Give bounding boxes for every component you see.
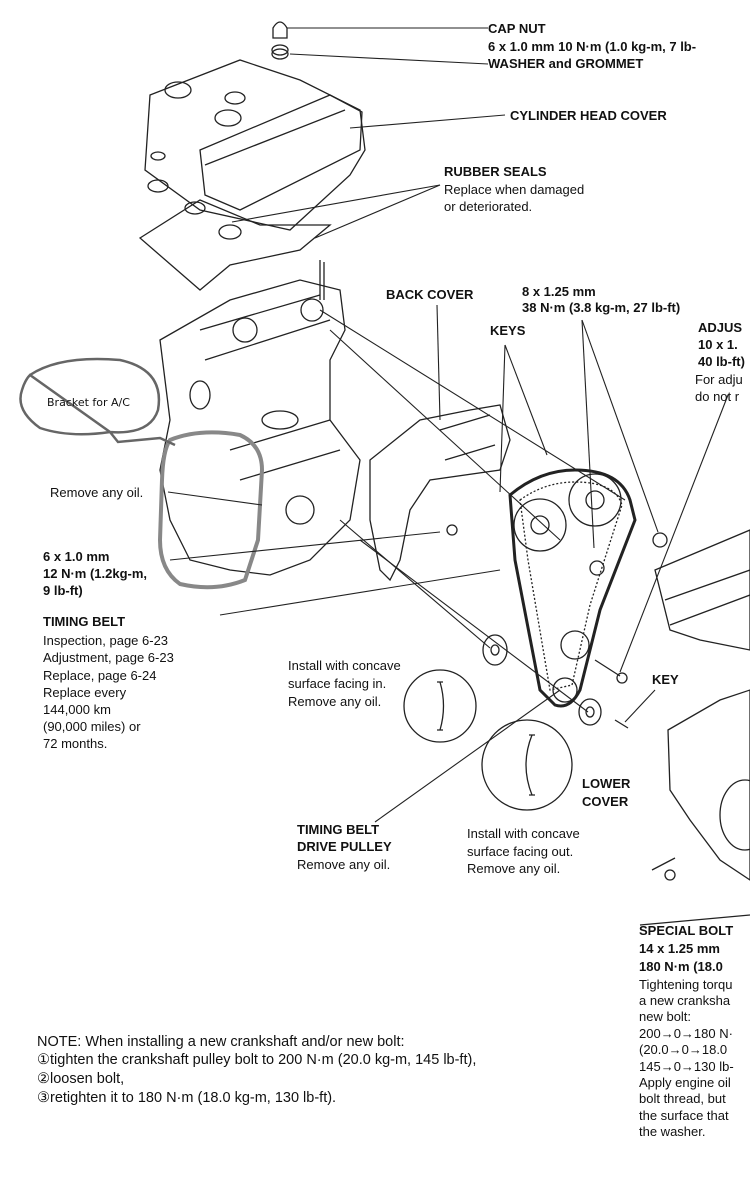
concave-out-note-3: Remove any oil. [467, 861, 561, 876]
upper-cover-part [654, 529, 750, 651]
bolt-8-torque: 38 N·m (3.8 kg-m, 27 lb-ft) [522, 300, 681, 315]
back-cover-label: BACK COVER [386, 287, 474, 302]
timing-belt-km: 144,000 km [43, 702, 111, 717]
washer-grommet-label: WASHER and GROMMET [488, 56, 644, 71]
bolt-6-torque: 12 N·m (1.2kg-m, [43, 566, 148, 581]
crankshaft-note-step-3: ③retighten it to 180 N·m (18.0 kg-m, 130… [37, 1090, 337, 1106]
engine-block-part [159, 260, 361, 576]
crankshaft-note-step-1: ①tighten the crankshaft pulley bolt to 2… [37, 1052, 477, 1068]
key-label: KEY [652, 672, 679, 687]
cap-nut-part [271, 21, 289, 60]
special-bolt-note-1: Tightening torqu [639, 977, 733, 992]
timing-belt-months: 72 months. [43, 736, 108, 751]
concave-out-note-1: Install with concave [467, 826, 580, 841]
bracket-note-text: Bracket for A/C [47, 396, 130, 409]
timing-belt-inspection: Inspection, page 6-23 [43, 633, 169, 648]
rubber-seals-note-2: or deteriorated. [444, 199, 533, 214]
concave-detail-out [481, 719, 573, 811]
drive-pulley-label-2: DRIVE PULLEY [297, 839, 392, 854]
timing-belt-label: TIMING BELT [43, 614, 126, 629]
back-cover-part [369, 404, 511, 582]
special-bolt-note-5: (20.0→0→18.0 [639, 1042, 728, 1057]
special-bolt-torque: 180 N·m (18.0 [639, 959, 723, 974]
washers-bolts-part [446, 524, 676, 881]
special-bolt-leader [639, 914, 750, 926]
bracket-note-bubble [19, 357, 176, 447]
adjust-bolt-note-2: do not r [695, 389, 740, 404]
special-bolt-note-9: the surface that [639, 1108, 729, 1123]
special-bolt-note-2: a new cranksha [639, 993, 731, 1008]
adjust-bolt-note-1: For adju [695, 372, 743, 387]
drive-pulley-label-1: TIMING BELT [297, 822, 380, 837]
adjust-bolt-size: 10 x 1. [698, 337, 738, 352]
bolt-6-size: 6 x 1.0 mm [43, 549, 110, 564]
special-bolt-note-8: bolt thread, but [639, 1091, 726, 1106]
crankshaft-note-heading: NOTE: When installing a new crankshaft a… [37, 1034, 405, 1050]
cylinder-head-cover-part [138, 59, 366, 291]
concave-in-note-1: Install with concave [288, 658, 401, 673]
special-bolt-note-3: new bolt: [639, 1009, 692, 1024]
timing-belt-replace: Replace, page 6-24 [43, 668, 157, 683]
rubber-seals-label: RUBBER SEALS [444, 164, 547, 179]
drive-pulley-note: Remove any oil. [297, 857, 391, 872]
adjust-bolt-torque: 40 lb-ft) [698, 354, 745, 369]
adjust-bolt-label: ADJUS [698, 320, 743, 335]
special-bolt-size: 14 x 1.25 mm [639, 941, 720, 956]
concave-in-note-2: surface facing in. [288, 676, 387, 691]
special-bolt-note-7: Apply engine oil [639, 1075, 731, 1090]
lower-cover-label-2: COVER [582, 794, 629, 809]
lower-cover-label-1: LOWER [582, 776, 631, 791]
timing-belt-replace-every: Replace every [43, 685, 127, 700]
timing-belt-part [508, 468, 637, 708]
crankshaft-note-step-2: ②loosen bolt, [37, 1071, 125, 1087]
timing-belt-miles: (90,000 miles) or [43, 719, 141, 734]
special-bolt-note-4: 200→0→180 N· [639, 1026, 733, 1041]
cap-nut-label: CAP NUT [488, 21, 546, 36]
ac-bracket-highlight [157, 430, 265, 590]
remove-oil-note: Remove any oil. [50, 485, 144, 500]
keys-label: KEYS [490, 323, 526, 338]
concave-in-note-3: Remove any oil. [288, 694, 382, 709]
cylinder-head-cover-label: CYLINDER HEAD COVER [510, 108, 667, 123]
special-bolt-label: SPECIAL BOLT [639, 923, 734, 938]
timing-belt-adjustment: Adjustment, page 6-23 [43, 650, 174, 665]
bolt-6-lbft: 9 lb-ft) [43, 583, 83, 598]
concave-out-note-2: surface facing out. [467, 844, 574, 859]
bolt-8-size: 8 x 1.25 mm [522, 284, 596, 299]
lower-cover-part [667, 689, 750, 881]
leader-lines [167, 27, 729, 823]
special-bolt-note-10: the washer. [639, 1124, 706, 1139]
special-bolt-note-6: 145→0→130 lb- [639, 1059, 734, 1074]
cap-nut-spec: 6 x 1.0 mm 10 N·m (1.0 kg-m, 7 lb- [488, 39, 697, 54]
concave-detail-in [403, 669, 477, 743]
rubber-seals-note-1: Replace when damaged [444, 182, 585, 197]
